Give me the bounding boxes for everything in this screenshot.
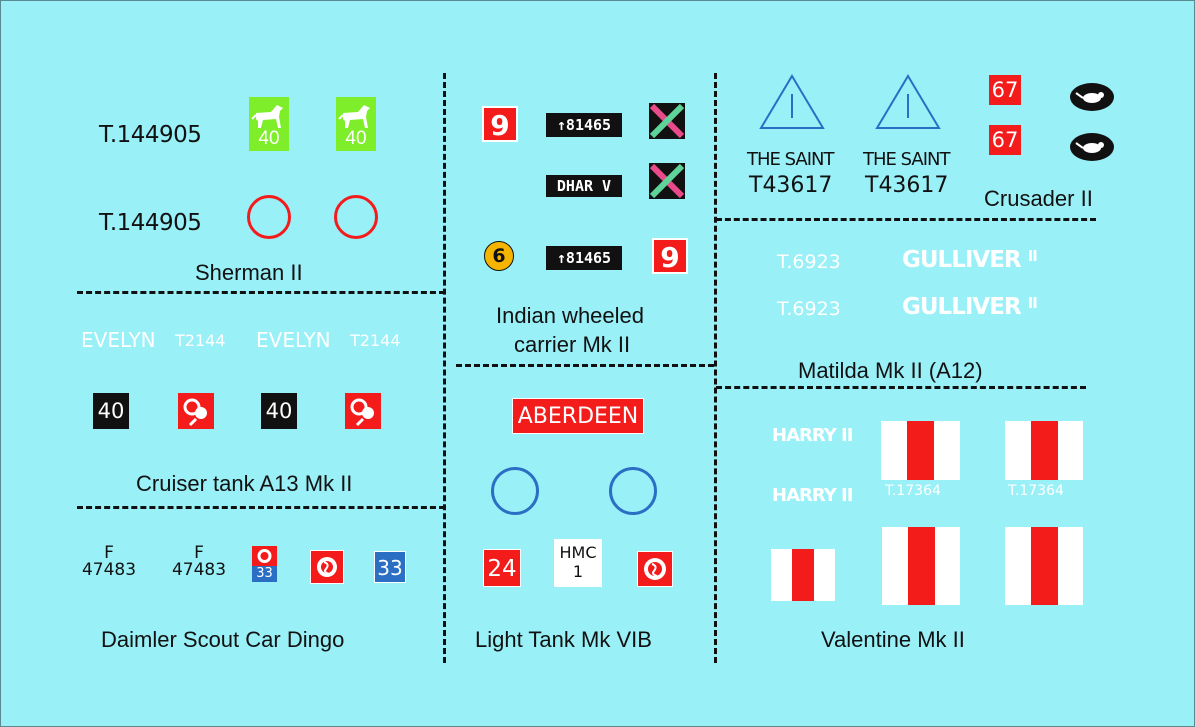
dingo-combo-badge: 33 [252, 546, 277, 582]
triangle-sign-icon [759, 74, 825, 129]
sherman-horse-badge-2: 40 [336, 97, 376, 151]
crusader-serial-1: T43617 [749, 173, 833, 198]
carrier-label-line1: Indian wheeled [496, 303, 645, 328]
horse-icon [338, 105, 370, 128]
blue-ring-icon [609, 467, 657, 515]
jerboa-badge-icon [1070, 83, 1114, 111]
division-badge-icon [252, 546, 277, 566]
divider-matilda-bottom [716, 386, 1086, 389]
red-ring-icon [334, 195, 378, 239]
blue-ring-icon [491, 467, 539, 515]
carrier-number-9-box: 9 [482, 106, 518, 142]
cruiser-serial-1: T2144 [175, 331, 226, 350]
sherman-badge-number: 40 [345, 128, 367, 149]
matilda-name-text: GULLIVER [902, 247, 1022, 273]
light-tank-label: Light Tank Mk VIB [475, 627, 652, 652]
hmc-line2: 1 [572, 562, 584, 581]
matilda-label: Matilda Mk II (A12) [798, 358, 983, 383]
dingo-reg-number: 47483 [81, 560, 137, 580]
divider-cruiser-bottom [77, 506, 445, 509]
crusader-name-1: THE SAINT [747, 149, 834, 170]
carrier-number-9-box-2: 9 [652, 238, 688, 274]
valentine-label: Valentine Mk II [821, 627, 965, 652]
matilda-serial-1: T.6923 [777, 251, 841, 273]
matilda-name-2: GULLIVER II [902, 294, 1038, 320]
dingo-reg-letter: F [194, 543, 204, 563]
ram-head-badge-icon [178, 393, 214, 429]
red-white-flag-small [771, 549, 835, 601]
cruiser-name-1: EVELYN [81, 328, 156, 352]
crossed-flag-icon [649, 103, 685, 139]
aberdeen-banner: ABERDEEN [512, 398, 644, 434]
divider-carrier-bottom [456, 364, 714, 367]
carrier-plate-1: ↑81465 [546, 113, 622, 137]
dingo-reg-number: 47483 [171, 560, 227, 580]
matilda-name-suffix: II [1027, 294, 1038, 312]
crusader-name-2: THE SAINT [863, 149, 950, 170]
divider-vertical-right [714, 73, 717, 663]
dingo-reg-letter: F [104, 543, 114, 563]
yellow-circle-6: 6 [484, 241, 514, 271]
yellow-circle-number: 6 [492, 245, 506, 267]
crusader-number-2: 67 [989, 125, 1021, 155]
division-badge-icon [637, 551, 673, 587]
dingo-small-number: 33 [252, 566, 277, 582]
sherman-serial-2: T.144905 [99, 210, 202, 236]
crusader-label: Crusader II [984, 186, 1093, 211]
hmc-line1: HMC [559, 543, 597, 562]
carrier-name-plate: DHAR V [546, 175, 622, 197]
divider-vertical-left [443, 73, 446, 663]
valentine-serial-1: T.17364 [885, 483, 941, 499]
dingo-reg-2: F 47483 [169, 545, 229, 579]
sherman-horse-badge-1: 40 [249, 97, 289, 151]
red-white-flag [1005, 421, 1083, 480]
crusader-number-1: 67 [989, 75, 1021, 105]
dingo-label: Daimler Scout Car Dingo [101, 627, 345, 652]
matilda-name-1: GULLIVER II [902, 247, 1038, 273]
horse-icon [251, 105, 283, 128]
hmc-plate: HMC 1 [554, 539, 602, 587]
carrier-plate-2: ↑81465 [546, 246, 622, 270]
cruiser-label: Cruiser tank A13 Mk II [136, 471, 353, 496]
matilda-name-suffix: II [1027, 247, 1038, 265]
dingo-reg-1: F 47483 [79, 545, 139, 579]
valentine-name-1: HARRY II [772, 425, 853, 446]
sherman-label: Sherman II [195, 260, 303, 285]
cruiser-name-2: EVELYN [256, 328, 331, 352]
valentine-name-2: HARRY II [772, 485, 853, 506]
light-tank-number-box: 24 [483, 549, 521, 587]
sherman-serial-1: T.144905 [99, 122, 202, 148]
red-white-flag [881, 421, 960, 480]
red-white-flag-tall [1005, 527, 1083, 605]
red-white-flag-tall [882, 527, 960, 605]
cruiser-number-box-2: 40 [261, 393, 297, 429]
divider-sherman-bottom [77, 291, 445, 294]
carrier-label-line2: carrier Mk II [514, 332, 631, 357]
crusader-serial-2: T43617 [865, 173, 949, 198]
ram-head-badge-icon [345, 393, 381, 429]
matilda-name-text: GULLIVER [902, 294, 1022, 320]
cruiser-serial-2: T2144 [350, 331, 401, 350]
valentine-serial-2: T.17364 [1008, 483, 1064, 499]
cruiser-number-box-1: 40 [93, 393, 129, 429]
triangle-sign-icon [875, 74, 941, 129]
division-badge-icon [310, 550, 344, 584]
jerboa-badge-icon [1070, 133, 1114, 161]
matilda-serial-2: T.6923 [777, 298, 841, 320]
red-ring-icon [247, 195, 291, 239]
crossed-flag-icon [649, 163, 685, 199]
sherman-badge-number: 40 [258, 128, 280, 149]
dingo-number-box: 33 [374, 551, 406, 583]
divider-crusader-bottom [716, 218, 1096, 221]
